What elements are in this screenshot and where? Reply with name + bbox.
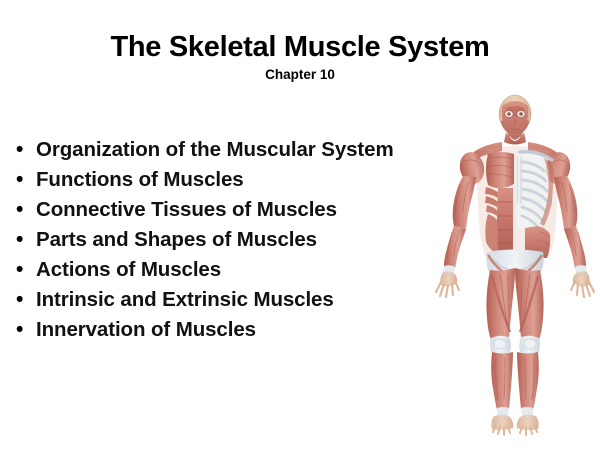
bullet-marker-icon: • (16, 318, 24, 341)
list-item-label: Intrinsic and Extrinsic Muscles (36, 288, 334, 311)
legs-region (486, 268, 544, 436)
list-item: • Connective Tissues of Muscles (14, 196, 454, 226)
list-item: • Intrinsic and Extrinsic Muscles (14, 286, 454, 316)
bullet-marker-icon: • (16, 228, 24, 251)
head-region (498, 94, 532, 145)
list-item: • Innervation of Muscles (14, 316, 454, 346)
list-item: • Parts and Shapes of Muscles (14, 226, 454, 256)
bullet-marker-icon: • (16, 198, 24, 221)
title-block: The Skeletal Muscle System Chapter 10 (0, 30, 600, 83)
list-item: • Functions of Muscles (14, 166, 454, 196)
list-item: • Organization of the Muscular System (14, 136, 454, 166)
bullet-marker-icon: • (16, 288, 24, 311)
bullet-marker-icon: • (16, 168, 24, 191)
page-title: The Skeletal Muscle System (110, 31, 490, 63)
muscular-system-figure-image (430, 92, 600, 437)
arms-region (434, 176, 596, 299)
list-item-label: Organization of the Muscular System (36, 138, 394, 161)
torso-region (476, 146, 559, 258)
list-item-label: Actions of Muscles (36, 258, 222, 281)
bullet-marker-icon: • (16, 258, 24, 281)
list-item-label: Functions of Muscles (36, 168, 244, 191)
list-item-label: Innervation of Muscles (36, 318, 256, 341)
list-item-label: Parts and Shapes of Muscles (36, 228, 317, 251)
bullet-marker-icon: • (16, 138, 24, 161)
bullet-list: • Organization of the Muscular System • … (14, 136, 454, 346)
list-item: • Actions of Muscles (14, 256, 454, 286)
page-subtitle: Chapter 10 (265, 67, 335, 82)
list-item-label: Connective Tissues of Muscles (36, 198, 337, 221)
